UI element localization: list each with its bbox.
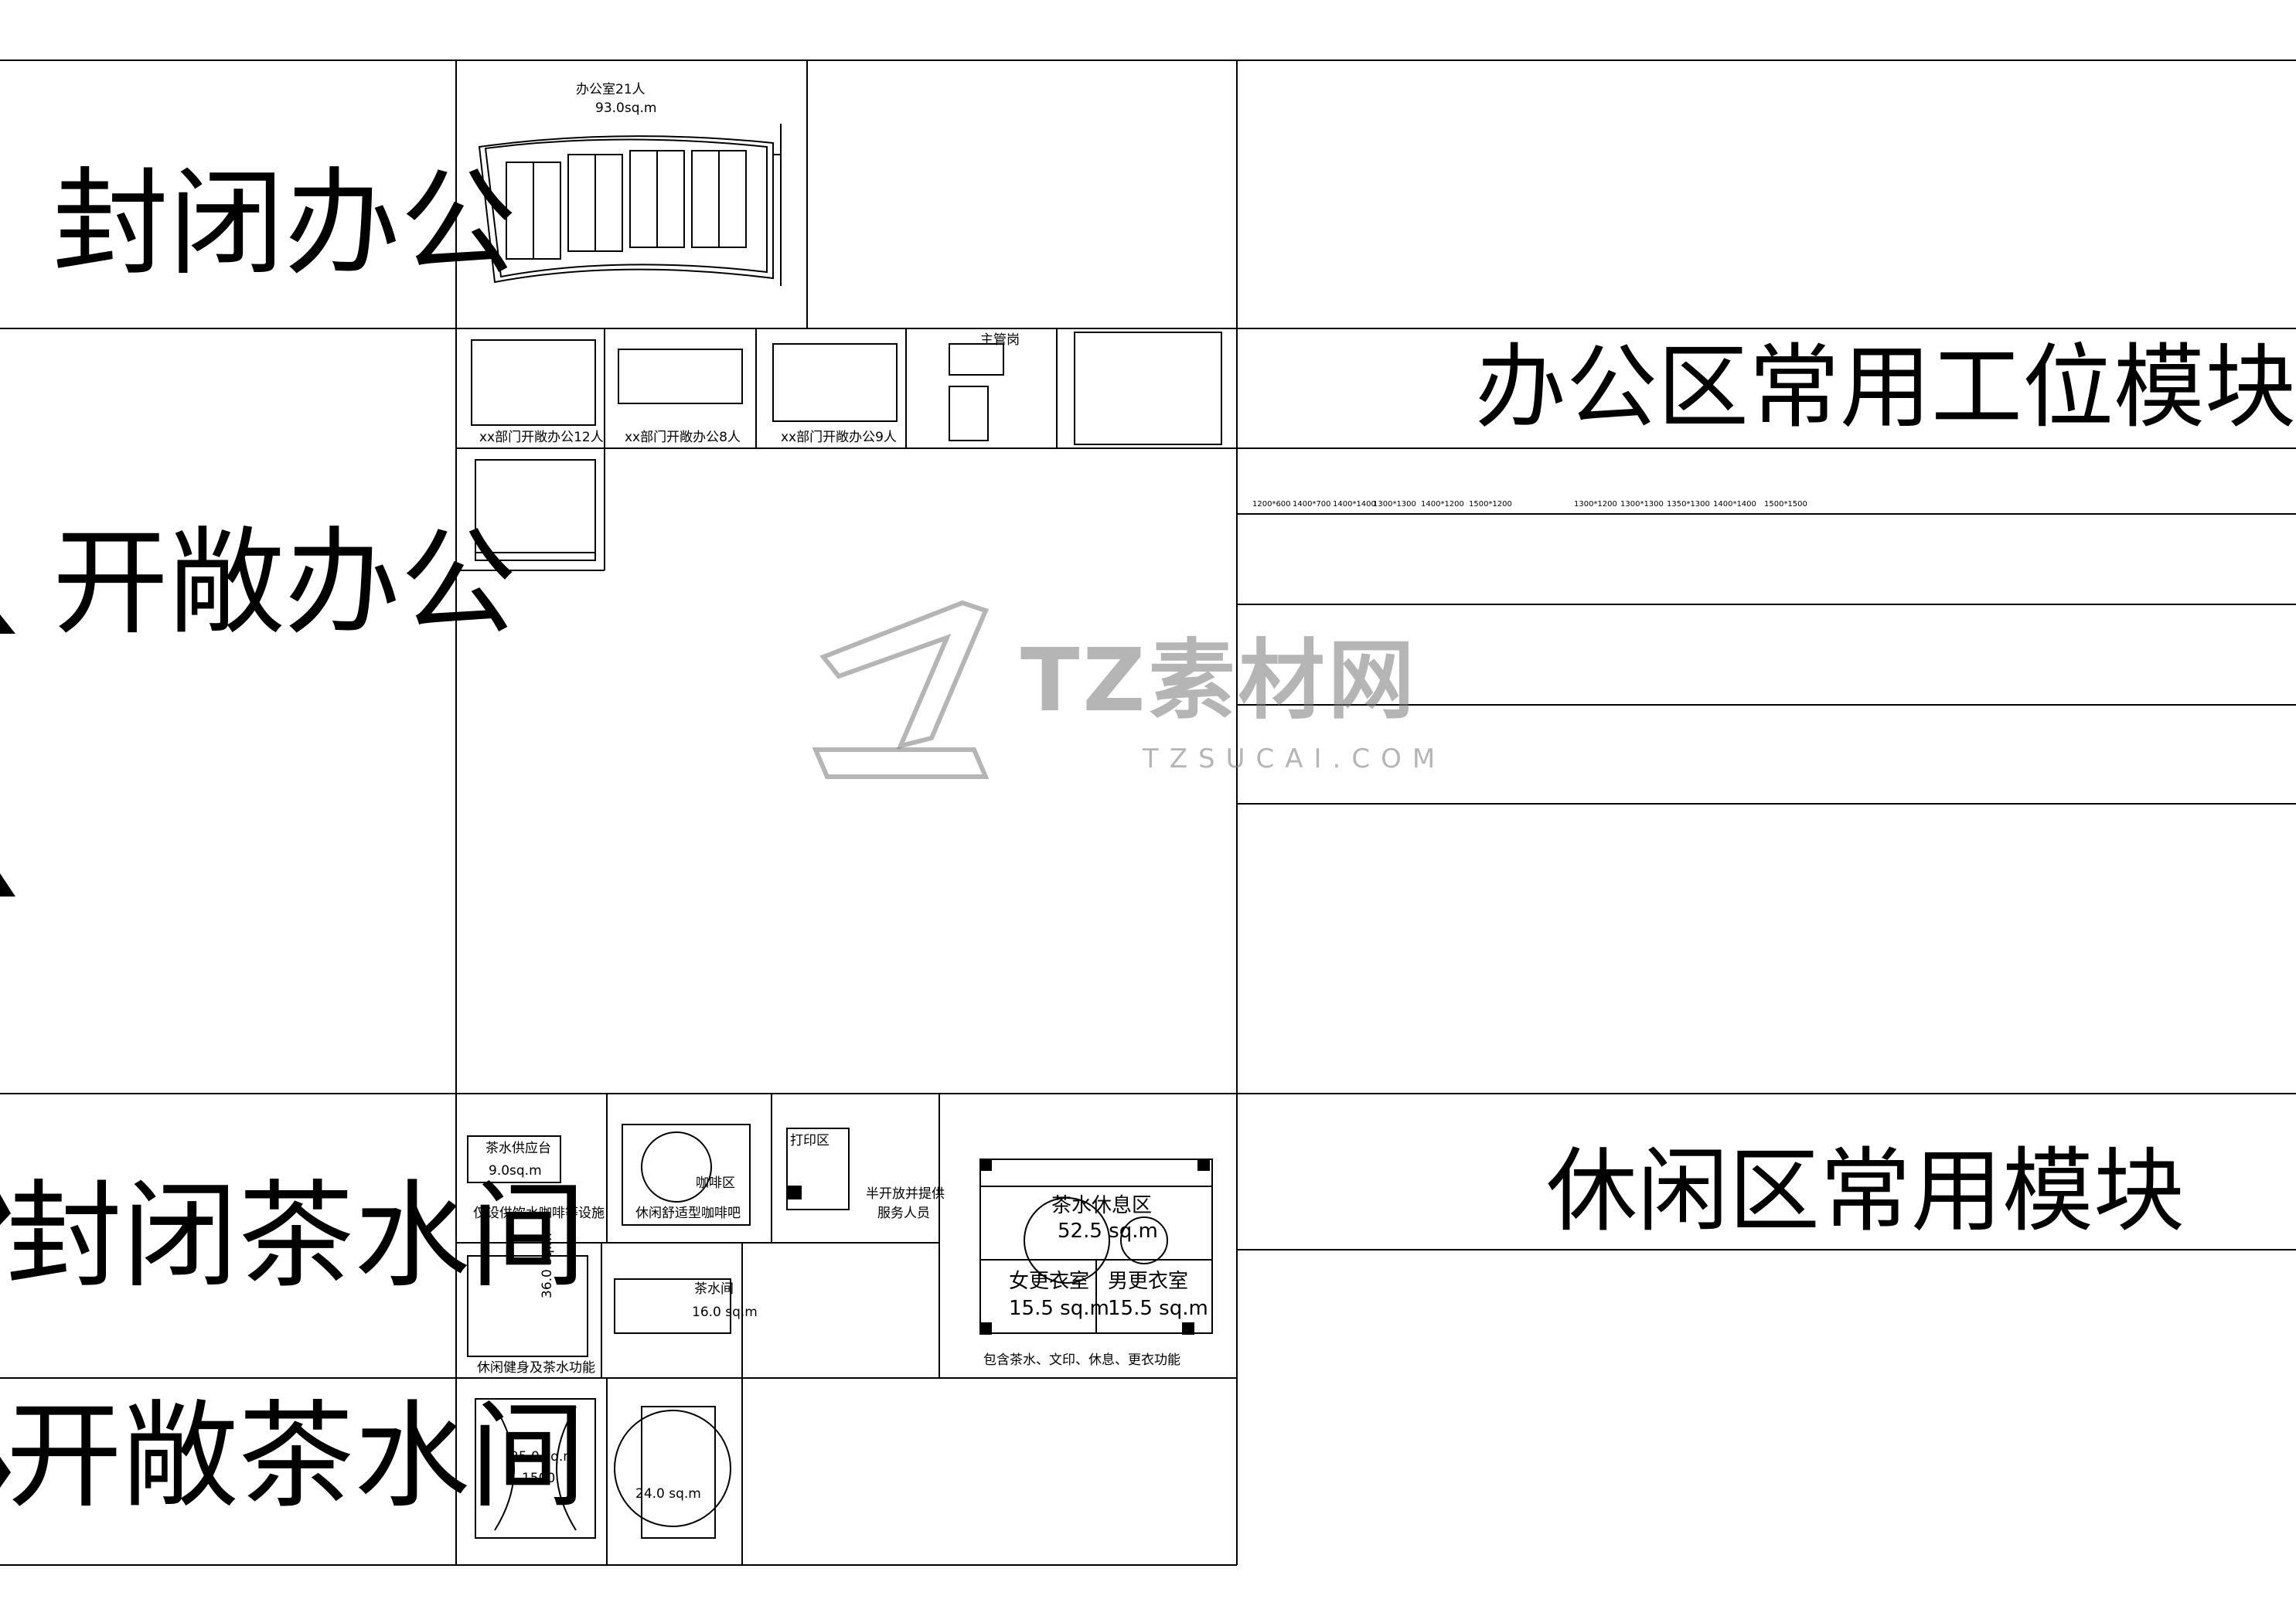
watermark-brand: TZ素材网 [1020, 631, 1418, 731]
pantry-1-caption: 仅设供饮水咖啡等设施 [473, 1206, 605, 1221]
open-pantry-2-area: 24.0 sq.m [635, 1486, 701, 1502]
open-office-caption-1: xx部门开敞办公12人 [479, 430, 604, 445]
pantry-5-room: 茶水间 [694, 1281, 734, 1297]
pantry-2-room: 咖啡区 [696, 1176, 735, 1191]
open-office-caption-4: 主管岗 [980, 332, 1020, 348]
big-room-2-area: 15.5 sq.m [1009, 1297, 1109, 1320]
watermark-site: TZSUCAI.COM [1143, 743, 1446, 774]
pantry-1-room: 茶水供应台 [485, 1141, 551, 1156]
section-open-office: 开敞办公 [53, 516, 517, 651]
closed-office-area: 93.0sq.m [595, 100, 657, 116]
pantry-5-area: 16.0 sq.m [692, 1305, 758, 1320]
size-label: 1500*1200 [1469, 500, 1512, 509]
size-label: 1300*1300 [1620, 500, 1664, 509]
frame-grid [0, 60, 2296, 1566]
size-label: 1400*700 [1293, 500, 1331, 509]
pantry-4-area: 36.0 sq.m [540, 1233, 555, 1298]
size-label: 1400*1400 [1713, 500, 1756, 509]
big-plan-caption: 包含茶水、文印、休息、更衣功能 [983, 1352, 1180, 1368]
pantry-plans [467, 1124, 1213, 1539]
pantry-3-room: 打印区 [790, 1133, 829, 1148]
size-label: 1300*1300 [1373, 500, 1416, 509]
pantry-3-caption-1: 半开放并提供 [866, 1186, 945, 1202]
open-pantry-1-area: 25.0 sq.m [510, 1449, 576, 1465]
big-room-1-area: 52.5 sq.m [1058, 1220, 1158, 1243]
big-room-2: 女更衣室 [1009, 1270, 1090, 1293]
size-label: 1300*1200 [1574, 500, 1617, 509]
open-office-plans [471, 332, 1222, 561]
watermark-logo-icon [812, 600, 990, 779]
section-closed-pantry: 封闭茶水间 [6, 1169, 587, 1304]
big-room-1: 茶水休息区 [1051, 1194, 1153, 1217]
pantry-3-caption-2: 服务人员 [877, 1206, 930, 1221]
pantry-2-caption: 休闲舒适型咖啡吧 [635, 1206, 741, 1221]
header-workstation-modules: 办公区常用工位模块 [1475, 334, 2296, 441]
edge-markers [0, 614, 15, 1488]
open-office-caption-3: xx部门开敞办公9人 [781, 430, 897, 445]
open-office-caption-2: xx部门开敞办公8人 [625, 430, 741, 445]
size-label: 1400*1200 [1421, 500, 1464, 509]
open-pantry-1-dim: 1500 [522, 1471, 556, 1486]
big-room-3: 男更衣室 [1108, 1270, 1189, 1293]
closed-office-plan [478, 124, 782, 286]
pantry-1-area: 9.0sq.m [489, 1163, 542, 1179]
size-label: 1350*1300 [1667, 500, 1710, 509]
section-closed-office: 封闭办公 [53, 157, 517, 291]
size-label: 1200*600 [1252, 500, 1291, 509]
pantry-4-caption: 休闲健身及茶水功能 [477, 1360, 595, 1376]
big-room-3-area: 15.5 sq.m [1108, 1297, 1208, 1320]
closed-office-room-name: 办公室21人 [576, 82, 646, 97]
size-label: 1400*1400 [1333, 500, 1376, 509]
size-label: 1500*1500 [1764, 500, 1807, 509]
section-open-pantry: 开敞茶水间 [6, 1390, 587, 1524]
header-leisure-modules: 休闲区常用模块 [1546, 1138, 2185, 1244]
